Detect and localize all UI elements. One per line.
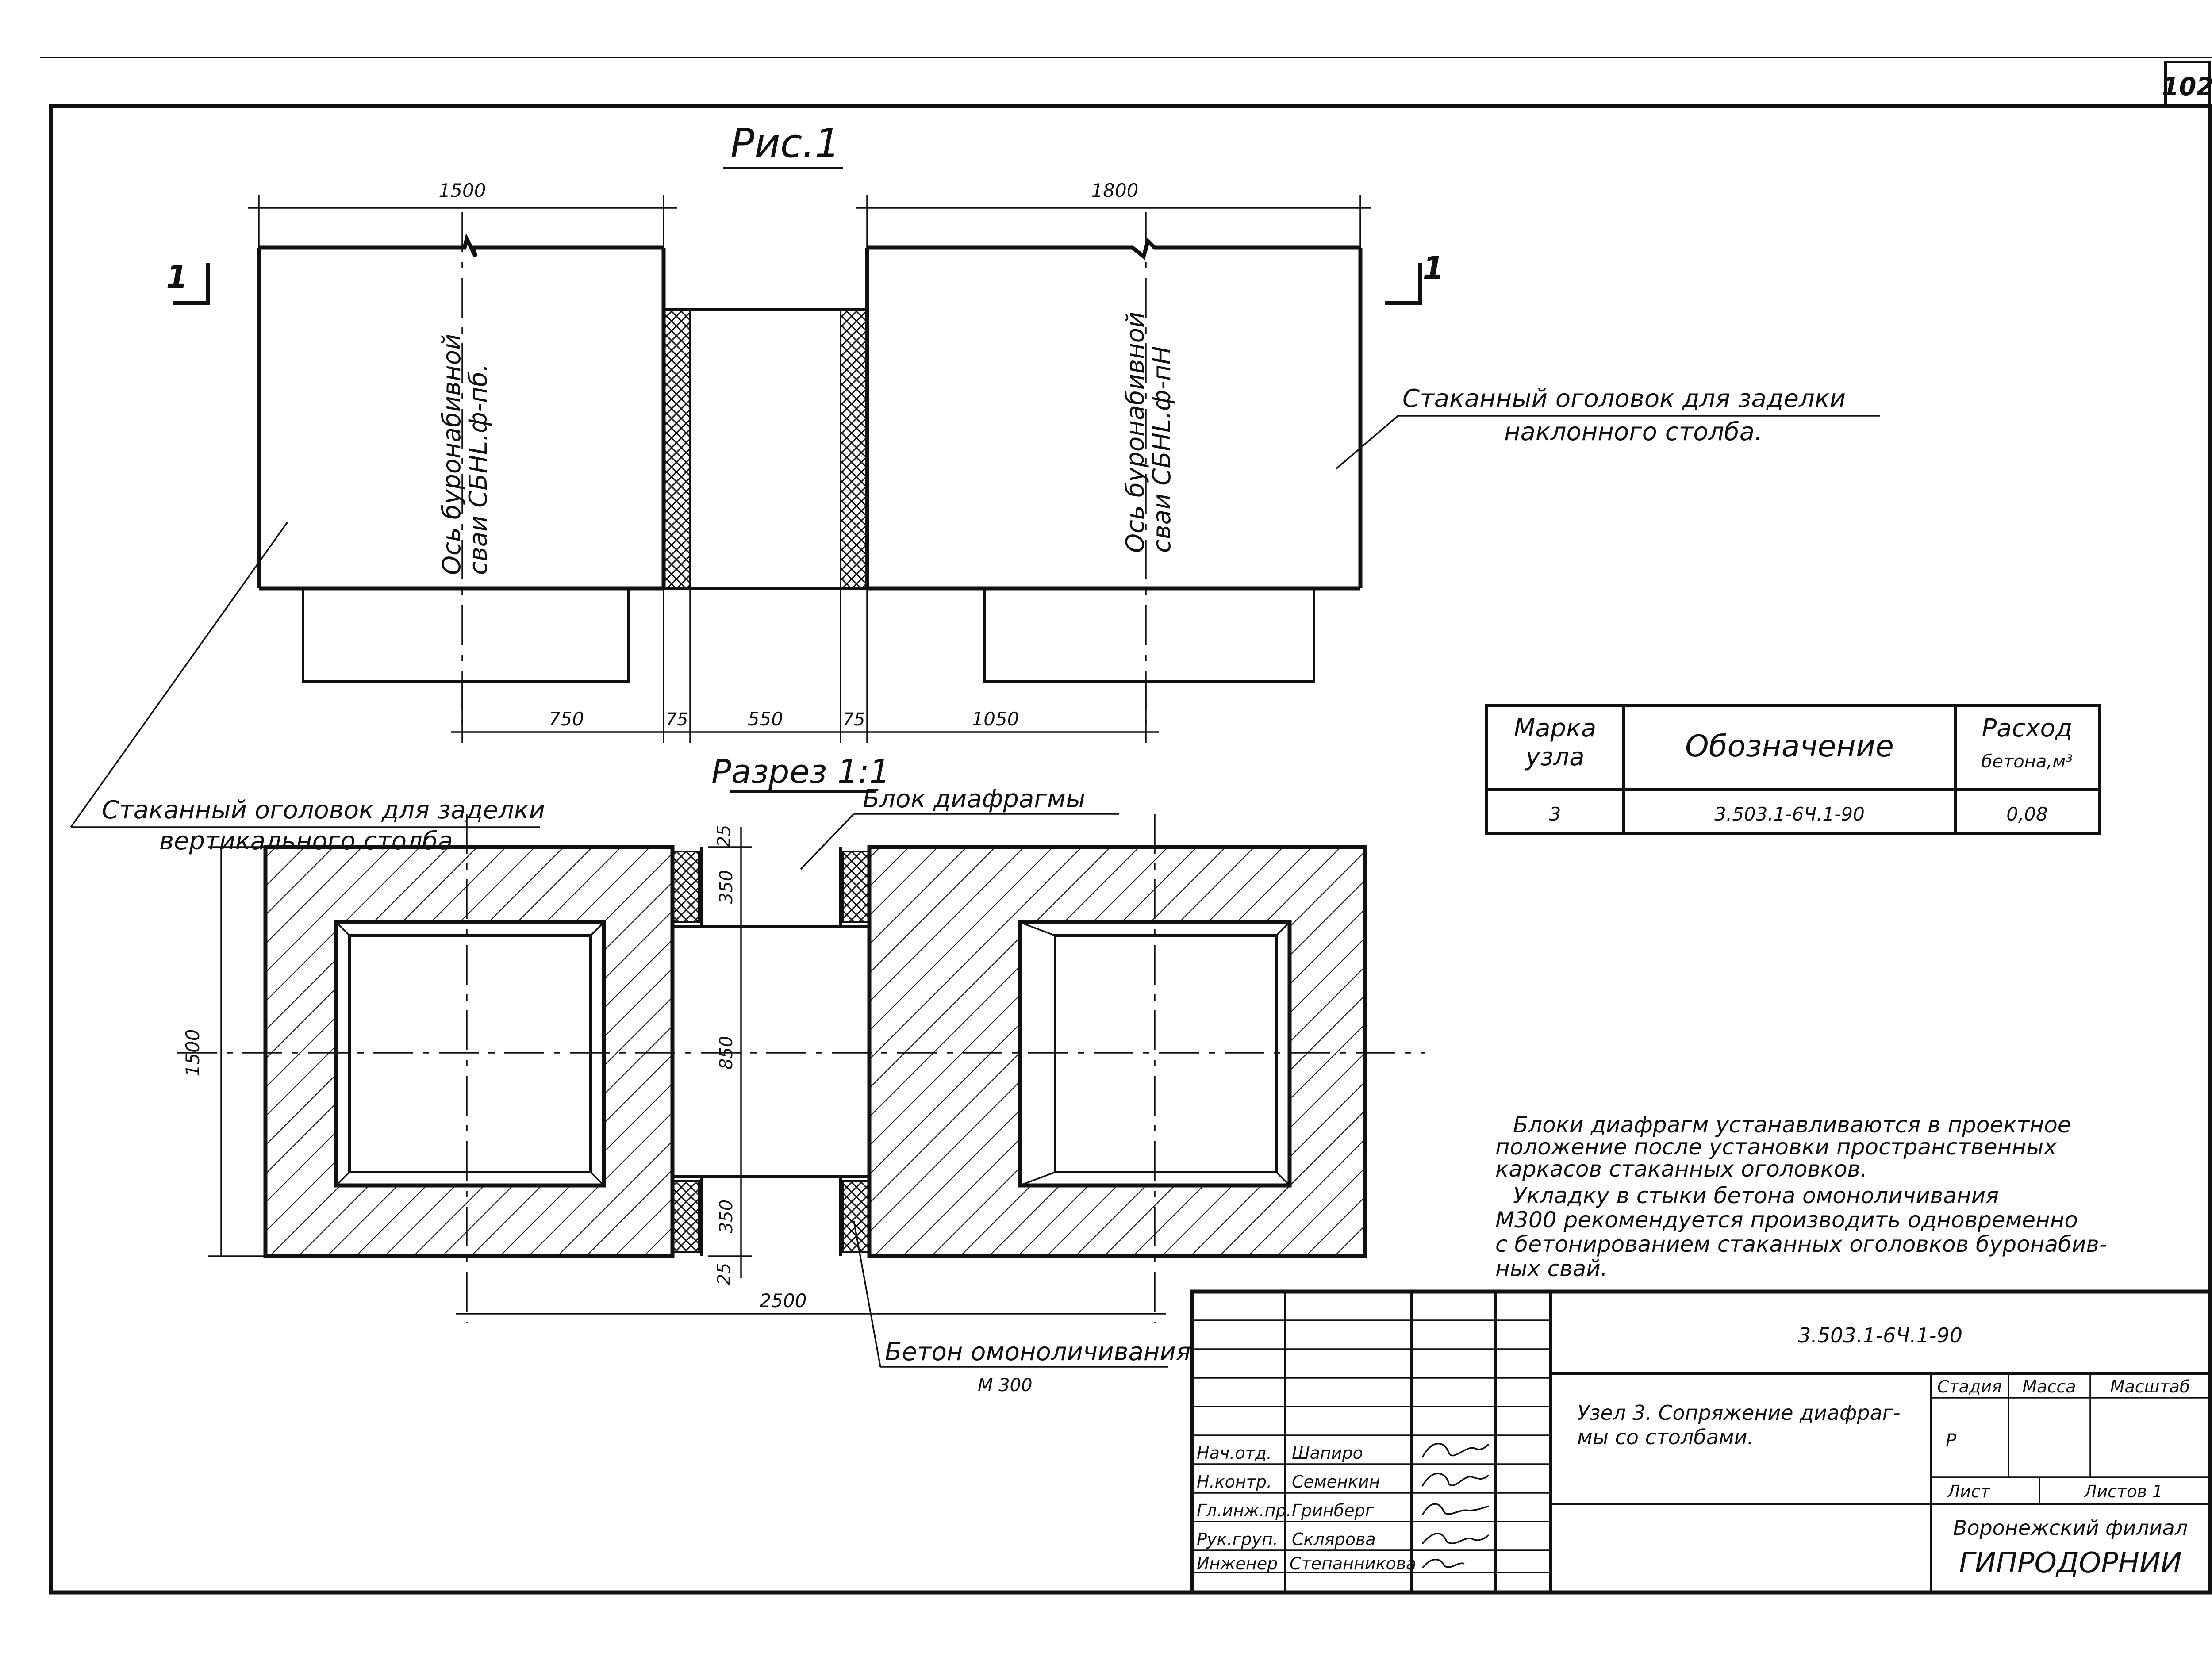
callout-inclined-1: Стаканный оголовок для заделки	[1402, 384, 1846, 413]
section-geometry	[177, 813, 1425, 1368]
name-5: Степанникова	[1290, 1554, 1416, 1573]
callout-vertical-2: вертикального столба	[159, 827, 453, 855]
title-block-code: 3.503.1-6Ч.1-90	[1798, 1323, 1962, 1347]
dim-left-width: 1500	[439, 180, 486, 201]
section-mark-right: 1	[1423, 250, 1444, 286]
table-cell-consumption: 0,08	[2006, 803, 2048, 825]
name-4: Склярова	[1292, 1530, 1376, 1549]
section-bottom-dim: 2500	[760, 1290, 807, 1312]
figure-geometry	[70, 195, 1880, 828]
stage-value: Р	[1946, 1430, 1957, 1451]
dim-bottom-3: 550	[748, 708, 783, 730]
section-title: Разрез 1:1	[711, 753, 890, 791]
note-line-4: Укладку в стыки бетона омоноличивания	[1513, 1183, 1999, 1208]
scale-header: Масштаб	[2110, 1377, 2190, 1396]
section-height-dim: 1500	[182, 1029, 204, 1077]
axis-label-right-1: Ось буронабивной	[1121, 312, 1150, 553]
table-cell-designation: 3.503.1-6Ч.1-90	[1714, 803, 1865, 825]
table-header-designation: Обозначение	[1685, 729, 1894, 764]
gap-dim-1: 25	[714, 825, 734, 848]
organization-branch: Воронежский филиал	[1953, 1516, 2188, 1540]
concrete-callout-1: Бетон омоноличивания	[885, 1338, 1191, 1366]
sheet-number: 102	[2162, 73, 2212, 101]
note-line-2: положение после установки пространственн…	[1495, 1134, 2057, 1160]
role-5: Инженер	[1197, 1554, 1278, 1573]
role-2: Н.контр.	[1197, 1472, 1272, 1492]
gap-dim-5: 25	[714, 1263, 734, 1285]
title-block-description-1: Узел 3. Сопряжение диафраг-	[1577, 1401, 1901, 1425]
gap-dim-4: 350	[716, 1200, 737, 1233]
axis-label-left-2: сваи СБНL.ф-пб.	[464, 364, 493, 575]
section-mark-left: 1	[166, 259, 188, 295]
dim-right-width: 1800	[1091, 180, 1139, 201]
section-diaphragm-callout: Блок диафрагмы	[863, 785, 1085, 813]
dim-bottom-2: 75	[666, 709, 688, 730]
name-1: Шапиро	[1292, 1443, 1363, 1463]
callout-vertical-1: Стаканный оголовок для заделки	[102, 796, 545, 824]
sheet-label: Лист	[1947, 1482, 1991, 1501]
axis-label-left-1: Ось буронабивной	[438, 334, 466, 575]
note-line-3: каркасов стаканных оголовков.	[1495, 1156, 1867, 1182]
mass-header: Масса	[2022, 1377, 2076, 1396]
consumption-table	[1485, 704, 2101, 835]
name-2: Семенкин	[1292, 1472, 1380, 1492]
table-header-consumption-1: Расход	[1982, 714, 2073, 743]
general-notes: Блоки диафрагм устанавливаются в проектн…	[1495, 1112, 2107, 1281]
title-block-description-2: мы со столбами.	[1577, 1425, 1754, 1449]
note-line-1: Блоки диафрагм устанавливаются в проектн…	[1513, 1112, 2071, 1138]
dim-bottom-4: 75	[843, 709, 865, 730]
axis-label-right-2: сваи СБНL.ф-пН	[1148, 346, 1176, 553]
signatures	[1421, 1442, 1490, 1569]
note-line-5: М300 рекомендуется производить одновреме…	[1495, 1207, 2078, 1233]
gap-dim-2: 350	[716, 870, 737, 904]
role-1: Нач.отд.	[1197, 1443, 1272, 1463]
sheet-frame	[40, 57, 2212, 1595]
table-header-mark-2: узла	[1525, 743, 1584, 771]
sheets-label: Листов 1	[2083, 1482, 2163, 1501]
gap-dim-3: 850	[716, 1036, 737, 1070]
stage-header: Стадия	[1937, 1377, 2002, 1396]
name-3: Гринберг	[1292, 1501, 1375, 1520]
table-header-mark-1: Марка	[1514, 714, 1596, 743]
note-line-6: с бетонированием стаканных оголовков бур…	[1495, 1231, 2107, 1257]
table-cell-mark: 3	[1549, 803, 1561, 825]
dim-bottom-5: 1050	[972, 708, 1019, 730]
figure-title: Рис.1	[730, 120, 840, 167]
role-4: Рук.груп.	[1197, 1530, 1278, 1549]
organization-name: ГИПРОДОРНИИ	[1959, 1547, 2181, 1580]
concrete-callout-2: М 300	[978, 1375, 1033, 1396]
callout-inclined-2: наклонного столба.	[1504, 418, 1763, 446]
title-block-grid	[1190, 1289, 2212, 1595]
table-header-consumption-2: бетона,м³	[1982, 752, 2073, 772]
dim-bottom-1: 750	[549, 708, 584, 730]
note-line-7: ных свай.	[1495, 1256, 1608, 1281]
role-3: Гл.инж.пр.	[1197, 1501, 1291, 1520]
